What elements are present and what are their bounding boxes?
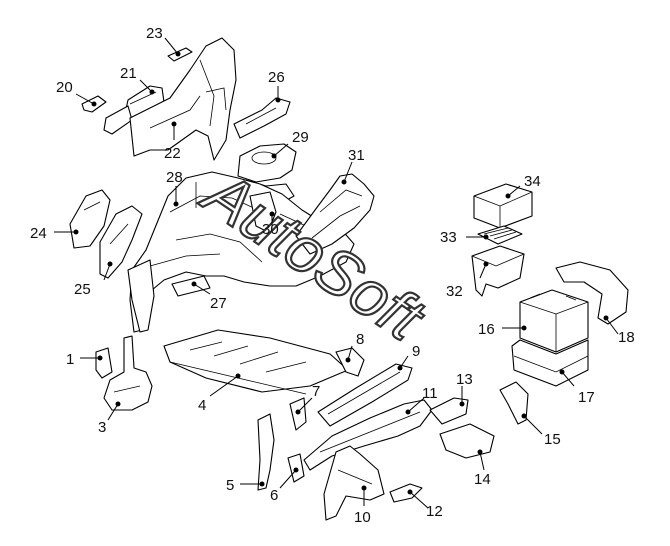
part-27	[171, 275, 211, 297]
callout-12: 12	[426, 503, 443, 520]
callout-14: 14	[474, 471, 491, 488]
callout-15: 15	[544, 431, 561, 448]
callout-34: 34	[524, 173, 541, 190]
part-8	[335, 347, 365, 377]
callout-18: 18	[618, 329, 635, 346]
callout-23: 23	[146, 25, 163, 42]
callout-30: 30	[262, 221, 279, 238]
callout-32: 32	[446, 283, 463, 300]
part-9	[317, 363, 413, 427]
part-25	[99, 205, 143, 279]
callout-6: 6	[270, 487, 278, 504]
part-4	[163, 329, 349, 395]
callout-16: 16	[478, 321, 495, 338]
callout-33: 33	[440, 229, 457, 246]
callout-5: 5	[226, 477, 234, 494]
callout-9: 9	[412, 343, 420, 360]
callout-20: 20	[56, 79, 73, 96]
callout-3: 3	[98, 419, 106, 436]
callout-11: 11	[422, 385, 438, 402]
callout-10: 10	[354, 509, 371, 526]
part-10	[323, 445, 385, 521]
part-28	[127, 171, 355, 333]
callout-31: 31	[348, 147, 365, 164]
callout-26: 26	[268, 69, 285, 86]
part-32	[471, 245, 525, 297]
callout-labels: 23 20 21 22 26 29 28 30 31 24 25 27 34 3…	[30, 25, 635, 526]
part-1	[95, 347, 113, 379]
part-13	[429, 397, 469, 425]
part-33	[477, 225, 523, 245]
callout-4: 4	[198, 397, 206, 414]
callout-22: 22	[164, 145, 181, 162]
callout-24: 24	[30, 225, 47, 242]
callout-8: 8	[356, 331, 364, 348]
part-17	[511, 339, 589, 387]
callout-17: 17	[578, 389, 595, 406]
part-31	[295, 173, 375, 255]
callout-7: 7	[312, 383, 320, 400]
part-22	[129, 37, 237, 161]
part-5	[257, 413, 275, 491]
part-15	[499, 381, 529, 425]
callout-28: 28	[166, 169, 183, 186]
part-24	[69, 189, 111, 249]
callout-29: 29	[292, 129, 309, 146]
callout-27: 27	[210, 295, 227, 312]
callout-1: 1	[66, 351, 74, 368]
part-16	[519, 289, 589, 353]
part-18	[555, 261, 629, 325]
part-3	[103, 335, 153, 411]
part-26	[233, 97, 291, 139]
callout-25: 25	[74, 281, 91, 298]
leader-lines	[54, 37, 619, 509]
part-14	[439, 423, 495, 459]
part-12	[389, 483, 423, 503]
callout-21: 21	[120, 65, 137, 82]
part-34	[473, 183, 533, 229]
callout-13: 13	[456, 371, 473, 388]
